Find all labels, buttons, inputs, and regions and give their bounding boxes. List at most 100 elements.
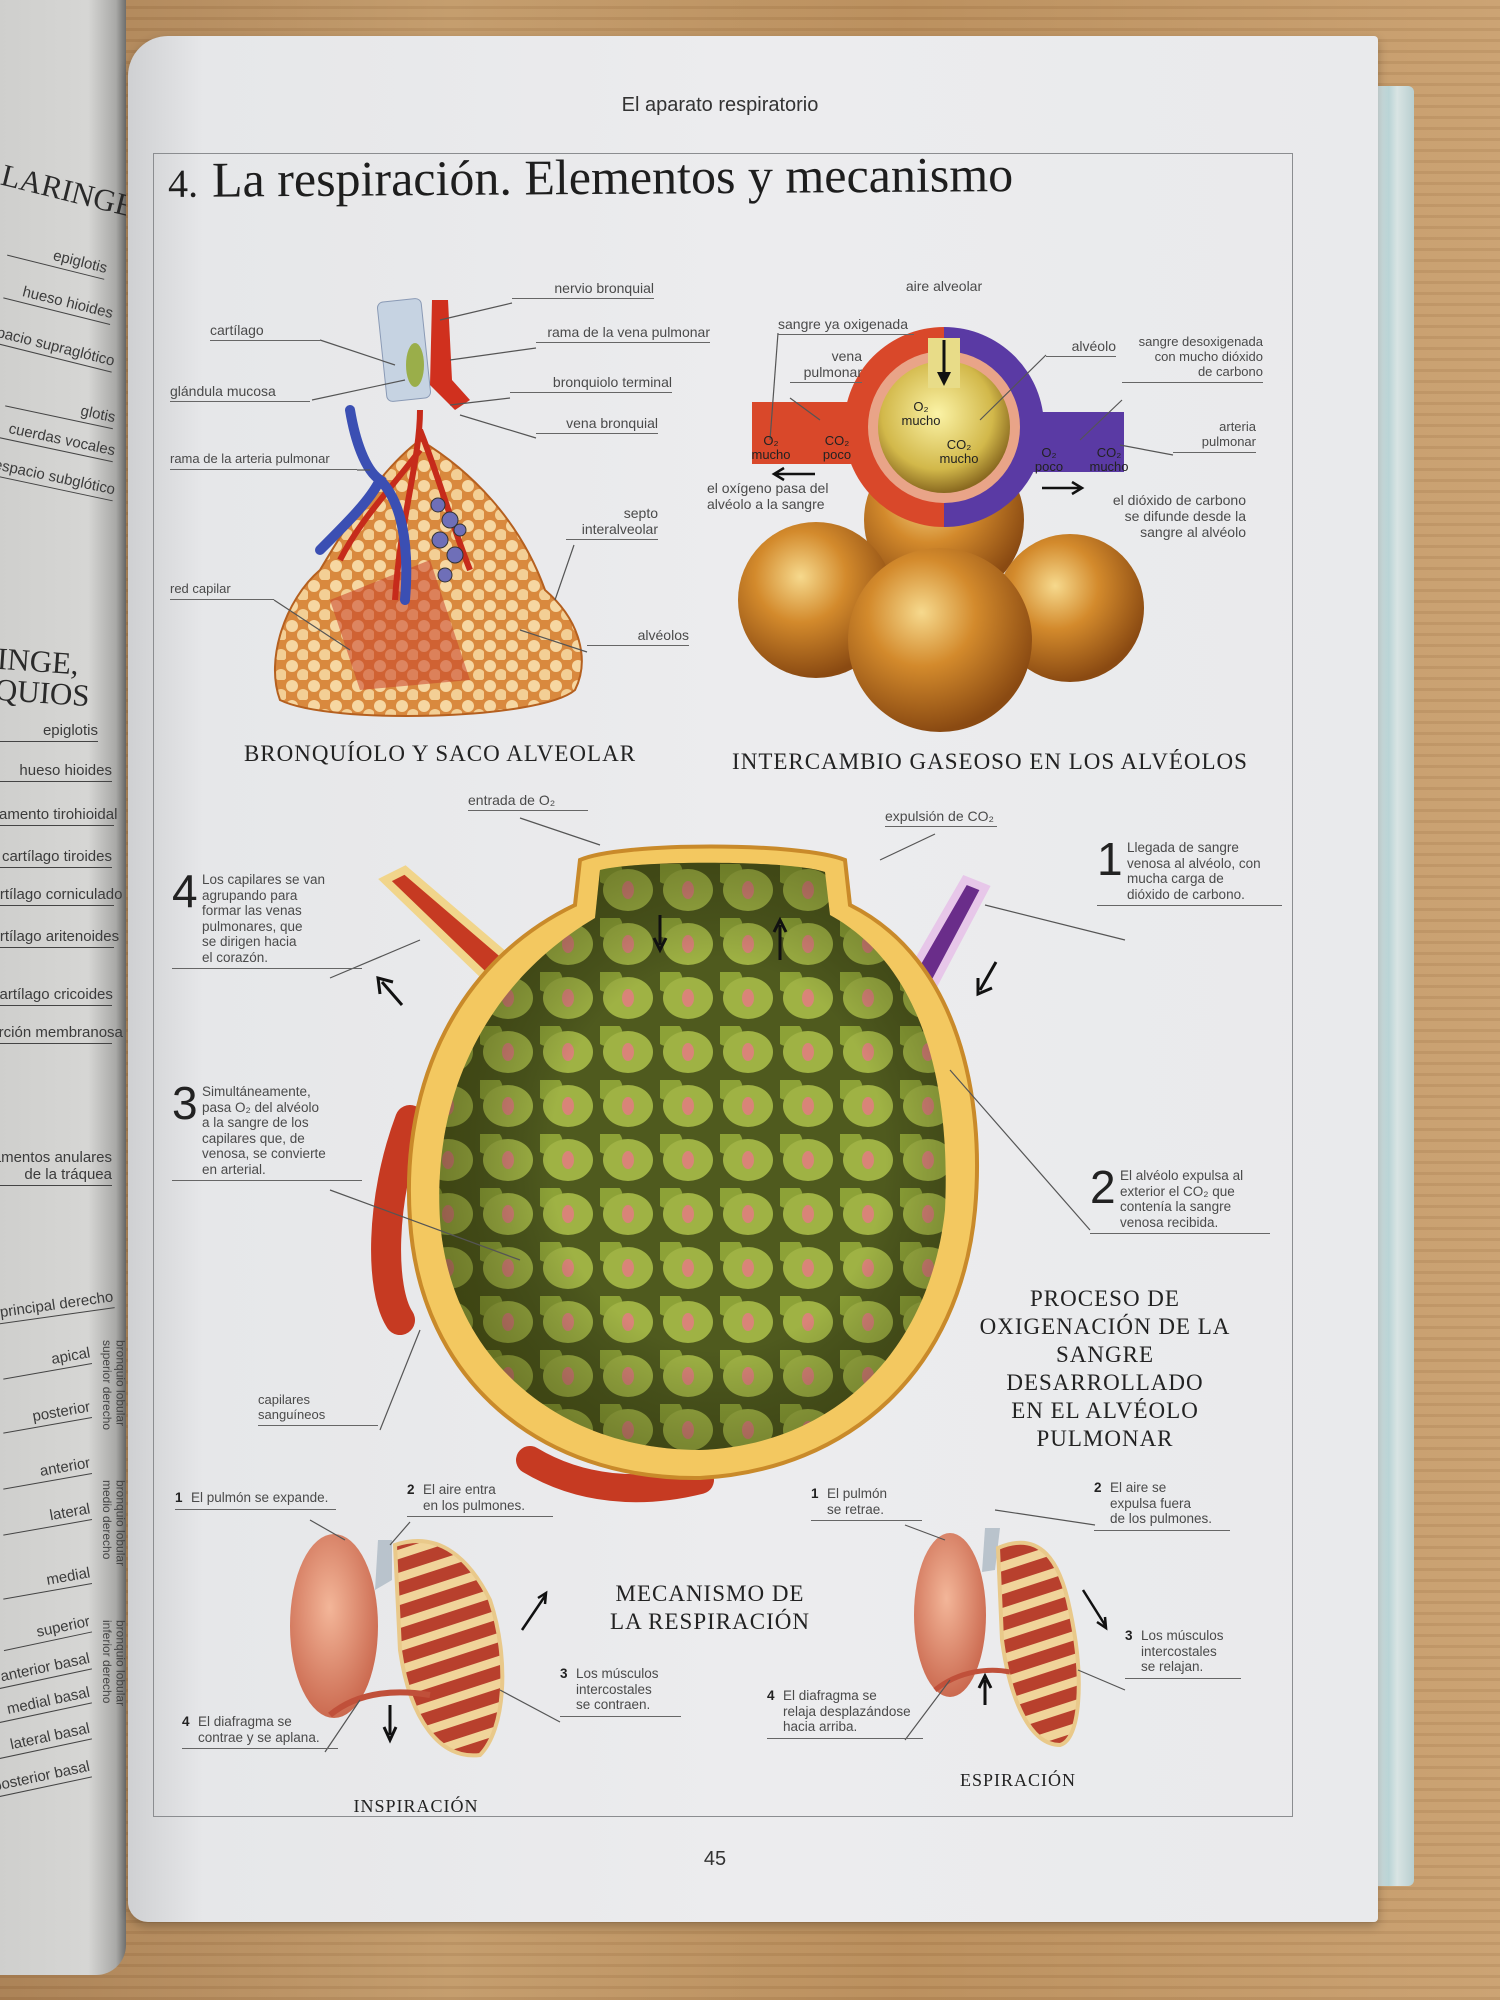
label-red-capilar: red capilar <box>170 581 274 600</box>
step-text: Los músculos intercostales se relajan. <box>1141 1628 1224 1675</box>
alveolus-co2-level: CO₂ mucho <box>939 437 979 466</box>
step-text: Simultáneamente, pasa O₂ del alvéolo a l… <box>202 1084 326 1177</box>
oxygen-out-arrow <box>771 466 815 482</box>
left-facing-page: LARINGE epiglotis hueso hioides espacio … <box>0 0 126 1975</box>
step-number: 3 <box>560 1666 568 1681</box>
label-rama-arteria-pulmonar: rama de la arteria pulmonar <box>170 451 357 470</box>
left-label: ligamentos anulares de la tráquea <box>0 1149 112 1186</box>
step-number: 4 <box>172 865 198 917</box>
alveolus-sphere-front <box>848 548 1032 732</box>
left-label: cartílago cricoides <box>0 986 113 1006</box>
expiration-caption: ESPIRACIÓN <box>959 1770 1076 1790</box>
inspiration-step-2: 2 El aire entra en los pulmones. <box>407 1482 553 1518</box>
pulmonary-artery-branch <box>315 405 412 605</box>
diaphragm-up-arrow <box>977 1672 993 1705</box>
leader-lines <box>273 302 1174 1753</box>
trachea <box>375 1540 392 1590</box>
mechanism-caption: MECANISMO DE LA RESPIRACIÓN <box>610 1581 810 1635</box>
bronchus-group-label: bronquio lobular inferior derecho <box>100 1620 126 1707</box>
step-number: 2 <box>1090 1161 1116 1213</box>
step-text: El aire entra en los pulmones. <box>423 1482 526 1513</box>
diaphragm <box>328 1689 431 1718</box>
running-header: El aparato respiratorio <box>621 94 819 116</box>
step-text: El pulmón se retrae. <box>827 1486 888 1517</box>
label-dioxido-difunde: el dióxido de carbono se difunde desde l… <box>1112 492 1246 541</box>
expiration-illustration <box>914 1528 1108 1748</box>
label-bronquiolo-terminal: bronquiolo terminal <box>510 374 672 394</box>
alveolus-sphere-right <box>996 534 1144 682</box>
bronchus-group-label: bronquio lobular superior derecho <box>100 1340 126 1431</box>
left-label: cartílago tiroides <box>0 848 112 868</box>
label-septo-interalveolar: septo interalveolar <box>566 505 658 541</box>
alveolus-air-space <box>878 361 1010 493</box>
step-number: 4 <box>767 1688 775 1703</box>
label-oxigeno-pasa: el oxígeno pasa del alvéolo a la sangre <box>707 480 829 513</box>
label-arteria-pulmonar: arteria pulmonar <box>1173 419 1256 453</box>
step-text: El alvéolo expulsa al exterior el CO₂ qu… <box>1120 1168 1244 1230</box>
co2-in-arrow <box>1042 480 1085 496</box>
label-entrada-o2: entrada de O₂ <box>468 792 588 812</box>
label-glandula-mucosa: glándula mucosa <box>170 383 310 403</box>
step-text: Los músculos intercostales se contraen. <box>576 1666 659 1713</box>
trachea <box>982 1528 1000 1572</box>
left-label: porción membranosa <box>0 1024 123 1044</box>
step-text: El pulmón se expande. <box>191 1490 329 1505</box>
flow-arrow-right <box>976 961 998 997</box>
label-vena-pulmonar: vena pulmonar <box>790 348 862 384</box>
oxygen-in-arrow <box>652 915 668 954</box>
step-number: 3 <box>172 1077 198 1129</box>
inspiration-step-3: 3 Los músculos intercostales se contraen. <box>560 1666 681 1717</box>
capillary-tube-bottom <box>516 1446 714 1503</box>
ribcage-expanded <box>392 1539 505 1758</box>
bronchiole-alveolar-sac-illustration <box>273 298 583 717</box>
label-cartilago: cartílago <box>210 322 320 342</box>
alveolus-oxygenation-illustration <box>371 844 998 1503</box>
step-number: 1 <box>811 1486 819 1501</box>
diaphragm <box>933 1667 1011 1692</box>
left-label: cartílago corniculado <box>0 886 122 906</box>
diaphragm-down-arrow <box>382 1705 398 1744</box>
capillary-tube-left <box>371 1105 425 1335</box>
step-number: 1 <box>1097 833 1123 885</box>
left-label: ligamento tirohioidal <box>0 806 117 826</box>
lung-retracted <box>914 1533 986 1697</box>
step-number: 4 <box>182 1714 190 1729</box>
flow-arrow-left <box>376 975 404 1006</box>
exchange-caption: INTERCAMBIO GASEOSO EN LOS ALVÉOLOS <box>732 749 1248 774</box>
step-number: 3 <box>1125 1628 1133 1643</box>
page-frame-border <box>153 153 1293 1817</box>
ribs-down-arrow <box>1081 1589 1108 1631</box>
step-text: Llegada de sangre venosa al alvéolo, con… <box>1127 840 1261 902</box>
label-aire-alveolar: aire alveolar <box>905 278 983 294</box>
left-label: epiglotis <box>0 722 98 742</box>
label-alveolo: alvéolo <box>1046 338 1116 358</box>
label-sangre-oxigenada: sangre ya oxigenada <box>778 316 914 336</box>
alveolus-inner-shadow <box>439 862 946 1450</box>
capillary-clusters <box>430 497 467 583</box>
step-number: 2 <box>407 1482 415 1497</box>
label-vena-bronquial: vena bronquial <box>536 415 658 435</box>
bronchus-group-label: bronquio lobular medio derecho <box>100 1480 126 1567</box>
vein-co2-level: CO₂ poco <box>822 433 852 462</box>
label-sangre-desoxigenada: sangre desoxigenada con mucho dióxido de… <box>1122 334 1263 383</box>
step-number: 2 <box>1094 1480 1102 1495</box>
lung-expanded <box>290 1534 378 1718</box>
vein-o2-level: O₂ mucho <box>751 433 791 462</box>
capillary-network <box>330 560 470 690</box>
left-label: cartílago aritenoides <box>0 928 119 948</box>
alveolus-o2-level: O₂ mucho <box>901 399 941 428</box>
left-label: hueso hioides <box>0 762 112 782</box>
label-nervio-bronquial: nervio bronquial <box>512 280 654 300</box>
label-rama-vena-pulmonar: rama de la vena pulmonar <box>536 324 710 344</box>
inspiration-caption: INSPIRACIÓN <box>353 1796 479 1816</box>
step-text: El aire se expulsa fuera de los pulmones… <box>1110 1480 1213 1527</box>
step-text: Los capilares se van agrupando para form… <box>202 872 326 965</box>
bronchiole-tube <box>376 298 432 402</box>
